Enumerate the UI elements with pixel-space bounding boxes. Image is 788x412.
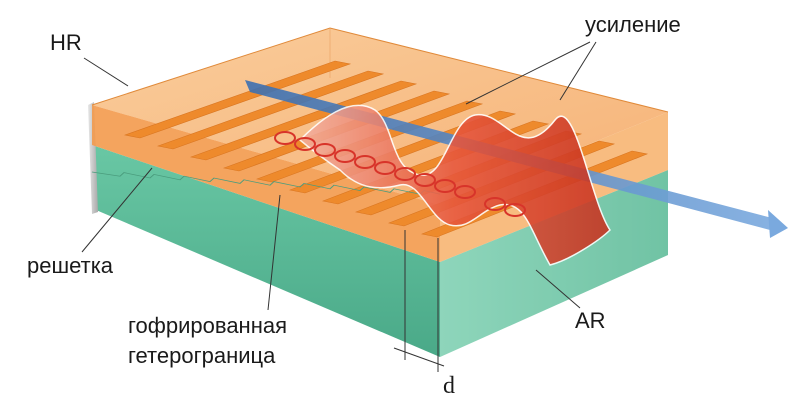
ar-label: AR bbox=[575, 308, 606, 333]
corrugated-label-line1: гофрированная bbox=[128, 313, 287, 338]
hr-label: HR bbox=[50, 30, 82, 55]
hr-mirror bbox=[88, 102, 98, 214]
period-marker bbox=[393, 230, 445, 372]
period-label: d bbox=[443, 373, 455, 399]
mode-chain bbox=[274, 131, 526, 217]
corrugated-interface bbox=[91, 171, 441, 195]
grating-label: решетка bbox=[27, 253, 114, 278]
gain-label: усиление bbox=[585, 12, 681, 37]
leader-lines bbox=[81, 41, 597, 311]
corrugated-label-line2: гетерограница bbox=[128, 343, 276, 368]
